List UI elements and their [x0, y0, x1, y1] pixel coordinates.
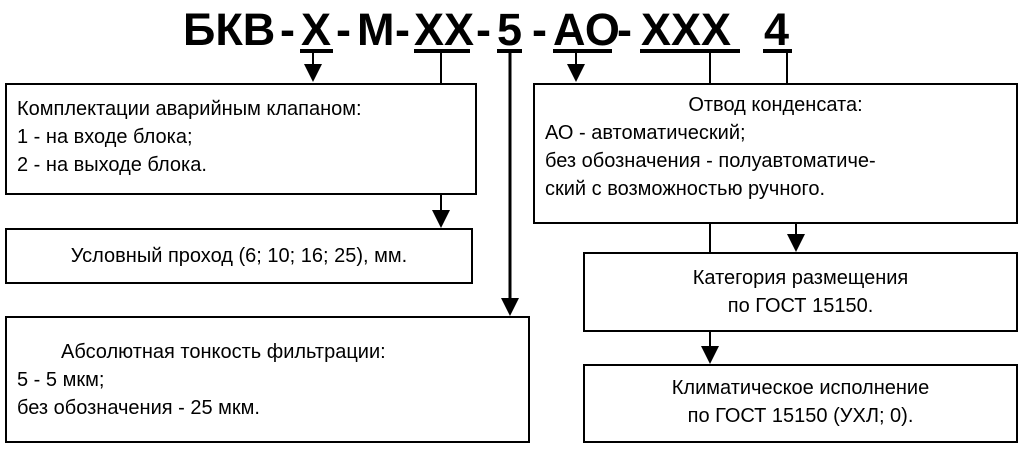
code-prefix: БКВ: [183, 4, 276, 55]
condensate-option: без обозначения - полуавтоматиче-: [545, 150, 876, 172]
code-m: М: [357, 4, 395, 55]
climate-line: Климатическое исполнение: [671, 377, 930, 399]
code-dash: -: [395, 4, 410, 55]
code-dash: -: [280, 4, 295, 55]
code-dash: -: [617, 4, 632, 55]
passage-box: Условный проход (6; 10; 16; 25), мм.: [5, 228, 473, 284]
code-dash: -: [476, 4, 491, 55]
arrow-placement: [787, 234, 805, 252]
climate-box: Климатическое исполнение по ГОСТ 15150 (…: [583, 364, 1018, 443]
valve-title: Комплектации аварийным клапаном:: [17, 98, 362, 120]
condensate-title: Отвод конденсата:: [688, 94, 863, 116]
filtration-option: 5 - 5 мкм;: [17, 369, 105, 391]
code-dash: -: [336, 4, 351, 55]
condensate-box: Отвод конденсата: АО - автоматический; б…: [533, 83, 1018, 224]
arrow-valve: [304, 64, 322, 82]
arrow-passage: [432, 210, 450, 228]
placement-line: Категория размещения: [692, 267, 909, 289]
arrow-climate: [701, 346, 719, 364]
code-passage: ХХ: [414, 4, 475, 55]
code-placement: 4: [764, 4, 790, 55]
arrow-condensate: [567, 64, 585, 82]
filtration-title: Абсолютная тонкость фильтрации:: [61, 341, 386, 363]
code-climate: ХХХ: [641, 4, 732, 55]
condensate-option: АО - автоматический;: [545, 122, 746, 144]
filtration-box: Абсолютная тонкость фильтрации: 5 - 5 мк…: [5, 316, 530, 443]
code-valve: Х: [301, 4, 332, 55]
condensate-option: ский с возможностью ручного.: [545, 178, 826, 200]
valve-box: Комплектации аварийным клапаном: 1 - на …: [5, 83, 477, 195]
arrow-filtration: [501, 298, 519, 316]
valve-option: 2 - на выходе блока.: [17, 154, 207, 176]
filtration-option: без обозначения - 25 мкм.: [17, 397, 260, 419]
valve-option: 1 - на входе блока;: [17, 126, 193, 148]
designation-code: БКВ - Х - М - ХХ - 5 - АО - ХХХ 4: [0, 5, 1025, 55]
code-condensate: АО: [553, 4, 620, 55]
placement-box: Категория размещения по ГОСТ 15150.: [583, 252, 1018, 332]
climate-line: по ГОСТ 15150 (УХЛ; 0).: [687, 405, 914, 427]
placement-line: по ГОСТ 15150.: [727, 295, 874, 317]
passage-title: Условный проход (6; 10; 16; 25), мм.: [70, 245, 408, 267]
code-dash: -: [532, 4, 547, 55]
code-filtration: 5: [497, 4, 523, 55]
